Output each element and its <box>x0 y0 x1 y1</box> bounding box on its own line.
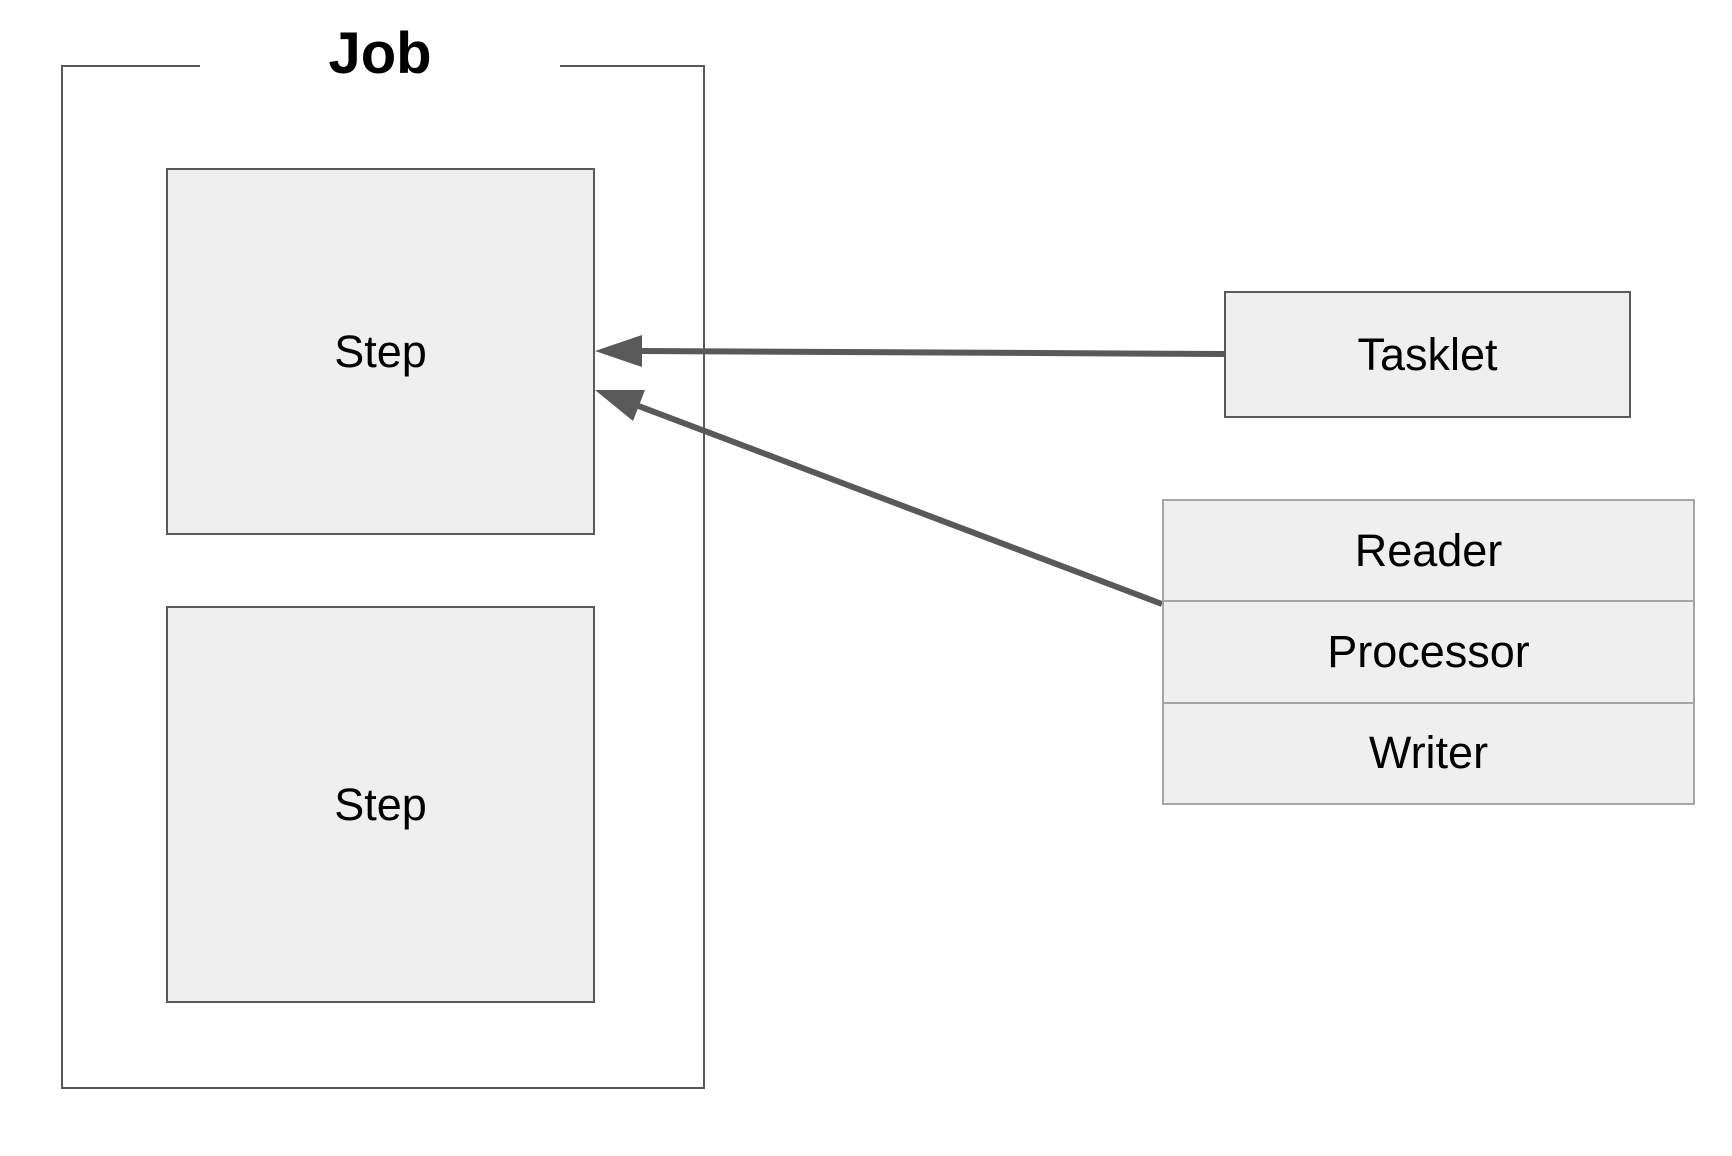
chunk-to-step-arrowhead <box>595 390 645 421</box>
processor-label: Processor <box>1327 625 1530 677</box>
step-label: Step <box>334 325 427 377</box>
writer-label: Writer <box>1368 727 1489 779</box>
reader-row: Reader <box>1164 501 1693 603</box>
step-label: Step <box>334 778 427 830</box>
writer-row: Writer <box>1164 704 1693 803</box>
step-box-1: Step <box>166 168 595 535</box>
chunk-group: Reader Processor Writer <box>1162 499 1695 805</box>
job-title: Job <box>200 18 560 88</box>
tasklet-box: Tasklet <box>1224 291 1631 418</box>
step-box-2: Step <box>166 606 595 1003</box>
tasklet-to-step-arrow-line <box>639 348 1225 357</box>
processor-row: Processor <box>1164 602 1693 704</box>
reader-label: Reader <box>1354 524 1503 576</box>
tasklet-label: Tasklet <box>1357 328 1498 380</box>
tasklet-to-step-arrowhead <box>595 335 642 367</box>
chunk-to-step-arrow-line <box>634 402 1164 607</box>
